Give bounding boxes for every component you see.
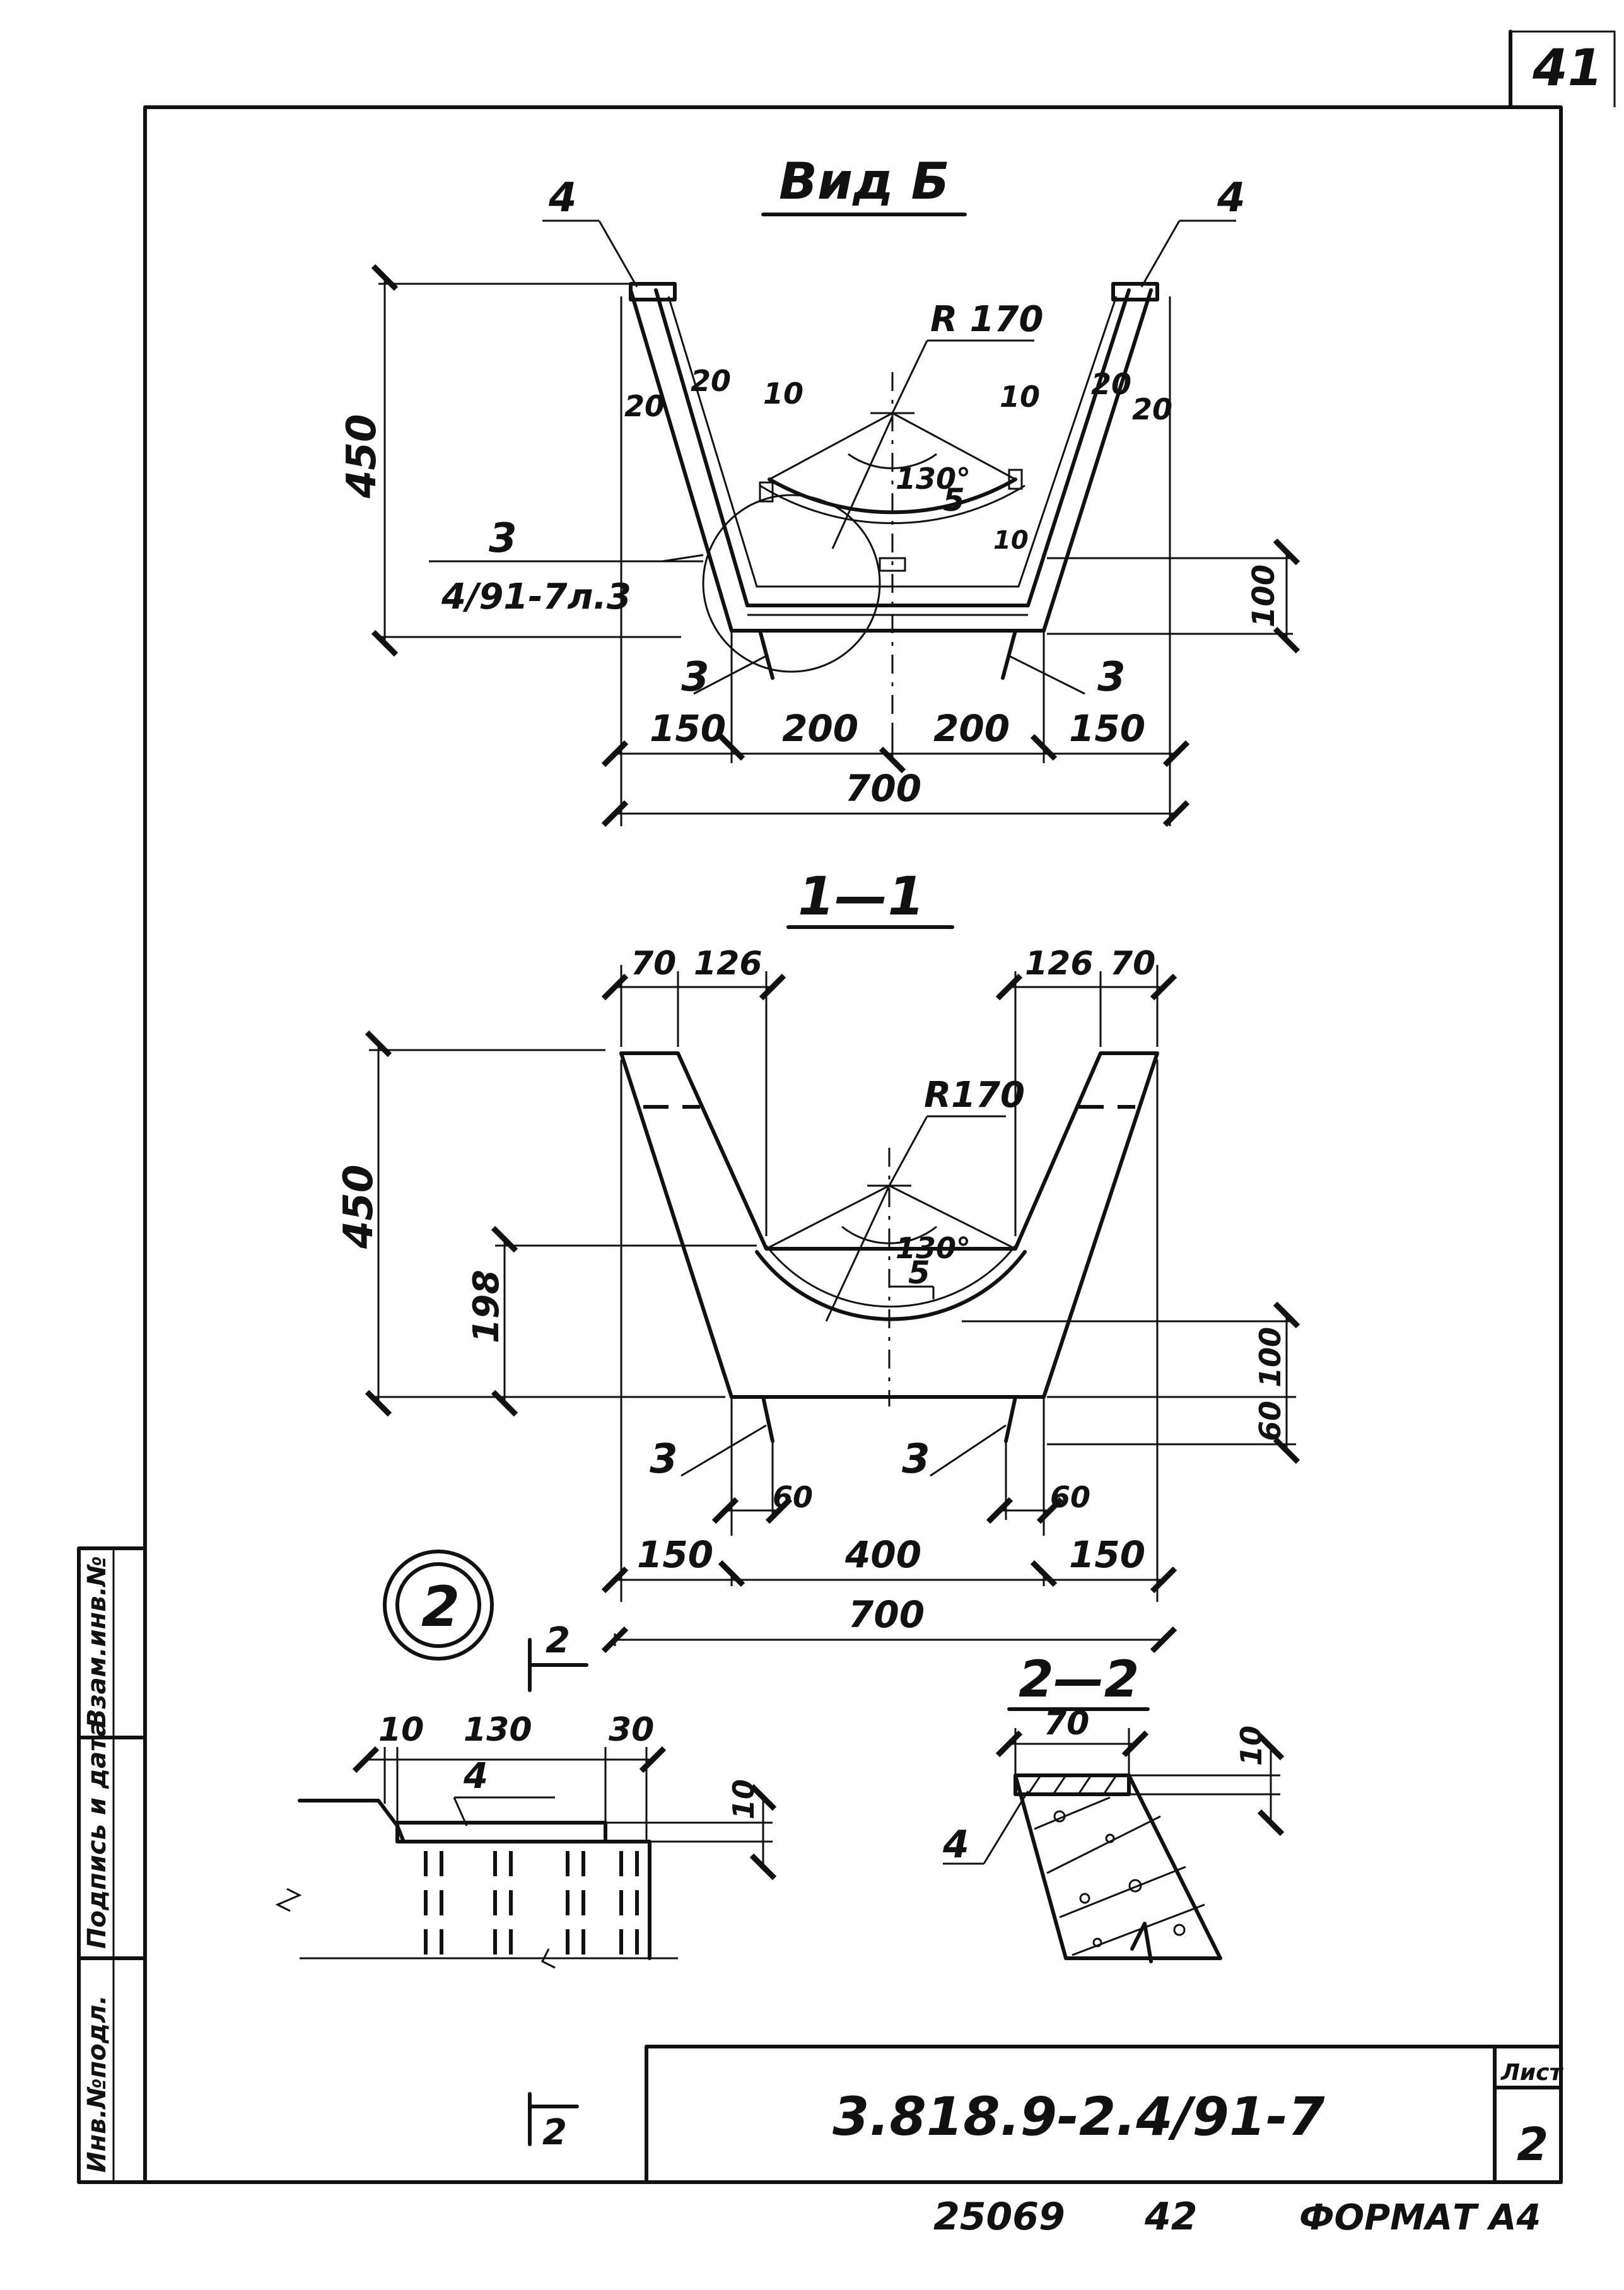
section-2-2-title: 2—2 <box>1019 1650 1139 1709</box>
footer-code: 25069 <box>933 2195 1065 2239</box>
node-2-marker-inner <box>395 1562 481 1648</box>
section-1-1-top-r2: 70 <box>1110 945 1155 983</box>
section-1-1-w3: 150 <box>1069 1533 1145 1576</box>
section-1-1-w1: 150 <box>637 1533 713 1576</box>
node-2-pos: 4 <box>463 1756 488 1797</box>
section-1-1-angle: 130° <box>896 1231 971 1265</box>
section-1-1-pos3-right: 3 <box>902 1436 930 1483</box>
view-b-ref-num: 3 <box>489 515 517 562</box>
section-1-1-small: 5 <box>908 1254 930 1291</box>
view-b-pos-left: 4 <box>548 175 577 221</box>
section-1-1: 1—1 R170 130° 5 3 3 <box>336 865 1300 1654</box>
section-1-1-h60: 60 <box>1253 1401 1287 1441</box>
view-b-pos3-right: 3 <box>1097 654 1126 701</box>
stamp-replaced-inv: Взам.инв.№ <box>83 1556 112 1728</box>
section-2-2-plate <box>1014 1773 1131 1796</box>
title-block: 3.818.9-2.4/91-7 Лист 2 <box>645 2045 1563 2184</box>
section-1-1-top-l2: 126 <box>694 945 762 983</box>
node-2: 2 2 2 10 130 30 4 <box>275 1550 777 2153</box>
view-b-d20b: 20 <box>691 364 731 398</box>
section-2-2-body <box>1014 1773 1222 1960</box>
view-b-pos-right: 4 <box>1217 175 1246 221</box>
view-b-d10c: 10 <box>993 526 1029 555</box>
view-b-ref-text: 4/91-7л.3 <box>441 576 631 617</box>
view-b-d20d: 20 <box>1132 392 1172 426</box>
view-b-angle: 130° <box>896 462 971 496</box>
view-b-title: Вид Б <box>779 152 949 211</box>
corner-number: 41 <box>1532 38 1603 97</box>
side-stamp-frame <box>77 1546 147 2184</box>
section-1-1-b60-left: 60 <box>773 1480 813 1514</box>
section-2-2: 2—2 70 10 4 <box>942 1650 1285 1963</box>
node-2-d30: 30 <box>609 1711 654 1749</box>
view-b-w4: 150 <box>1069 707 1145 750</box>
view-b-d10a: 10 <box>763 377 803 411</box>
node-2-cut-top: 2 <box>546 1620 570 1661</box>
view-b-d20a: 20 <box>624 389 665 423</box>
stamp-signature-date: Подпись и дата <box>83 1720 112 1949</box>
section-1-1-radius: R170 <box>924 1075 1025 1116</box>
view-b-d20c: 20 <box>1091 367 1131 401</box>
section-1-1-total: 700 <box>848 1593 925 1636</box>
side-stamp: Инв.№подл. Подпись и дата Взам.инв.№ <box>77 1546 147 2184</box>
section-1-1-h198: 198 <box>466 1270 507 1343</box>
view-b-small: 5 <box>943 482 965 518</box>
view-b-plate-right <box>1111 282 1159 301</box>
view-b-total: 700 <box>845 767 921 810</box>
view-b-d10b: 10 <box>1000 380 1040 414</box>
view-b-height: 450 <box>339 414 385 499</box>
corner-box-top <box>1510 30 1616 107</box>
section-1-1-height: 450 <box>336 1164 382 1249</box>
view-b-w3: 200 <box>933 707 1010 750</box>
sheet-label: Лист <box>1500 2060 1563 2086</box>
section-2-2-pos: 4 <box>942 1823 969 1867</box>
view-b-pos3-left: 3 <box>681 654 710 701</box>
node-2-marker-outer <box>383 1550 494 1661</box>
stamp-inv-original: Инв.№подл. <box>83 1995 112 2173</box>
section-1-1-title: 1—1 <box>798 865 925 927</box>
section-1-1-pos3-left: 3 <box>650 1436 678 1483</box>
section-1-1-h100: 100 <box>1253 1327 1287 1387</box>
node-2-plate <box>395 1821 607 1843</box>
view-b-plate-left <box>629 282 677 301</box>
section-1-1-b60-right: 60 <box>1050 1480 1090 1514</box>
sheet-frame: 41 <box>143 30 1616 2184</box>
view-b-radius: R 170 <box>930 299 1044 340</box>
section-1-1-top-l1: 70 <box>631 945 676 983</box>
view-b: Вид Б <box>339 152 1300 827</box>
section-1-1-outline <box>619 1051 1159 1399</box>
view-b-w2: 200 <box>782 707 858 750</box>
view-b-detail-circle <box>702 494 881 673</box>
view-b-base-h: 100 <box>1246 564 1282 628</box>
node-2-d10: 10 <box>378 1711 424 1749</box>
view-b-w1: 150 <box>650 707 726 750</box>
node-2-marker: 2 <box>421 1574 460 1639</box>
node-2-cut-bottom: 2 <box>542 2112 567 2153</box>
drawing-designation: 3.818.9-2.4/91-7 <box>832 2086 1325 2147</box>
node-2-d130: 130 <box>464 1711 532 1749</box>
section-1-1-w2: 400 <box>844 1533 921 1576</box>
footer-format: ФОРМАТ А4 <box>1299 2197 1541 2238</box>
node-2-d10v: 10 <box>727 1779 761 1820</box>
section-2-2-d70: 70 <box>1044 1705 1089 1743</box>
sheet-number: 2 <box>1517 2118 1548 2171</box>
section-1-1-top-r1: 126 <box>1025 945 1094 983</box>
section-2-2-d10: 10 <box>1234 1726 1268 1766</box>
footer-number: 42 <box>1144 2195 1198 2239</box>
title-block-frame <box>645 2045 1563 2184</box>
section-1-1-cradle-arc <box>755 1250 1027 1321</box>
